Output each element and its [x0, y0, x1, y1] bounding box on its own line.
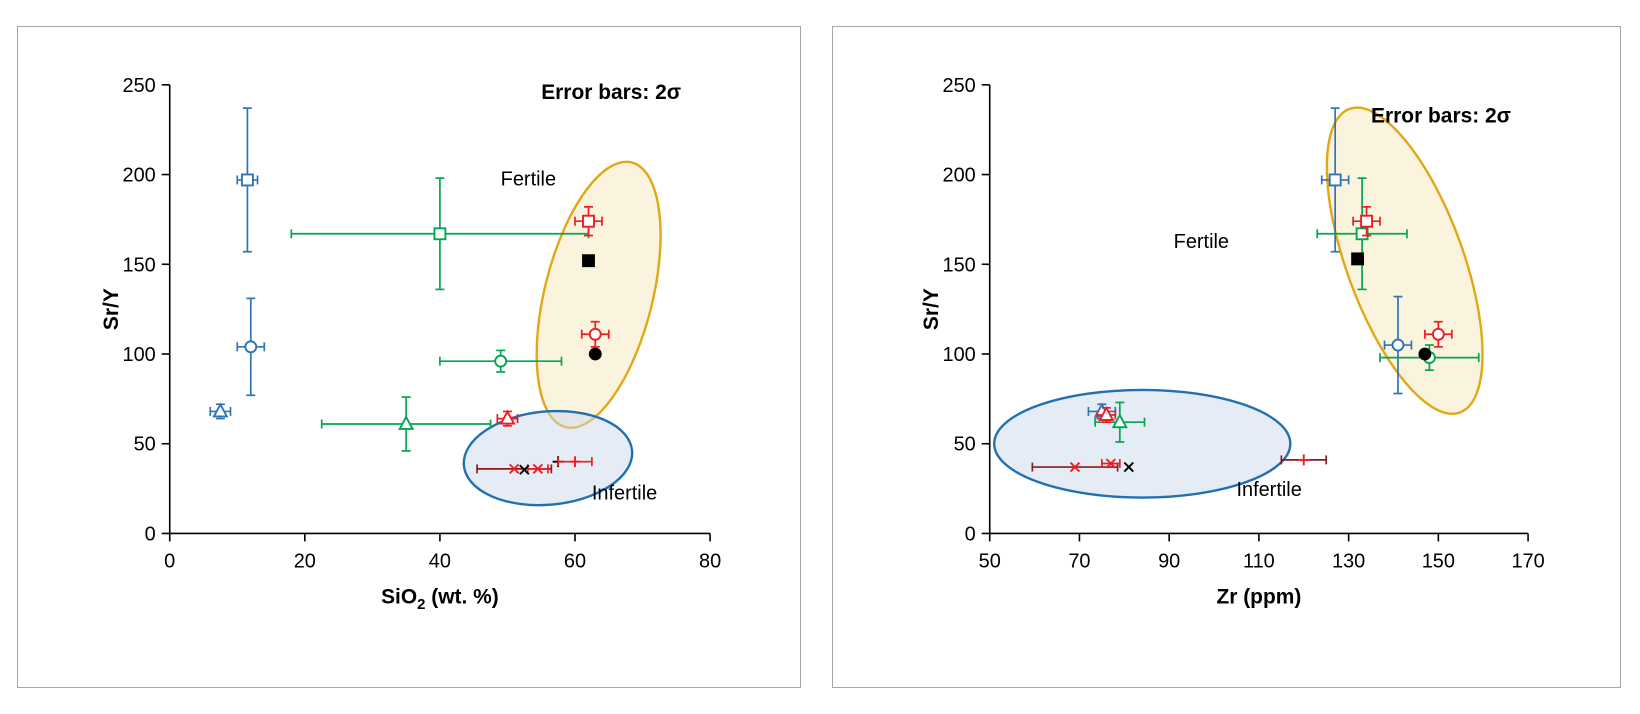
y-tick-label: 150 [943, 254, 976, 276]
x-tick-label: 40 [429, 550, 451, 572]
red-open-square [1352, 206, 1381, 237]
annotation-infertile: Infertile [592, 482, 657, 504]
infertile-region-ellipse [993, 388, 1292, 499]
x-tick-label: 170 [1511, 550, 1544, 572]
y-tick-label: 200 [123, 165, 156, 187]
black-filled-square [1351, 252, 1365, 266]
y-tick-label: 100 [943, 344, 976, 366]
green-open-circle [439, 349, 563, 373]
annotation-error-bars-2-: Error bars: 2σ [541, 81, 681, 104]
annotation-error-bars-2-: Error bars: 2σ [1371, 105, 1511, 128]
y-tick-label: 200 [943, 165, 976, 187]
annotation-infertile: Infertile [1236, 479, 1301, 501]
blue-open-square [1320, 107, 1350, 253]
black-filled-circle [588, 347, 602, 361]
y-tick-label: 250 [123, 75, 156, 97]
red-x [1101, 458, 1121, 469]
x-tick-label: 90 [1158, 550, 1180, 572]
fertile-region-ellipse [535, 160, 662, 429]
blue-open-triangle [209, 402, 232, 420]
y-tick-label: 0 [145, 523, 156, 545]
x-tick-label: 150 [1422, 550, 1455, 572]
x-tick-label: 0 [164, 550, 175, 572]
y-tick-label: 0 [965, 523, 976, 545]
black-x [1123, 461, 1134, 473]
black-filled-circle [1418, 347, 1432, 361]
red-x-darkred-bar [1031, 461, 1119, 473]
blue-open-square [236, 107, 259, 253]
green-open-square [290, 177, 590, 291]
x-tick-label: 70 [1068, 550, 1090, 572]
red-plus [557, 456, 593, 468]
x-tick-label: 110 [1243, 550, 1275, 572]
red-plus-darkred-bar [1280, 454, 1328, 466]
green-open-square [1316, 177, 1408, 291]
red-open-triangle [496, 409, 519, 427]
y-tick-label: 50 [954, 434, 976, 456]
green-open-triangle [320, 396, 492, 452]
y-tick-label: 50 [134, 434, 156, 456]
infertile-region-ellipse [462, 409, 634, 507]
y-tick-label: 100 [123, 344, 156, 366]
x-axis-title: Zr (ppm) [1216, 585, 1301, 608]
x-tick-label: 130 [1332, 550, 1365, 572]
annotation-fertile: Fertile [501, 168, 556, 190]
y-tick-label: 250 [943, 75, 976, 97]
annotation-fertile: Fertile [1174, 231, 1229, 253]
x-tick-label: 80 [699, 550, 721, 572]
red-open-square [574, 206, 603, 237]
red-open-circle [1424, 320, 1453, 348]
blue-open-circle [236, 297, 266, 397]
black-filled-square [582, 254, 595, 268]
y-axis-title: Sr/Y [920, 288, 943, 330]
y-tick-label: 150 [123, 254, 156, 276]
red-open-circle [580, 320, 610, 348]
x-tick-label: 20 [294, 550, 316, 572]
red-open-triangle [1096, 406, 1117, 424]
x-tick-label: 50 [979, 550, 1001, 572]
x-tick-label: 60 [564, 550, 586, 572]
x-axis-title: SiO2 (wt. %) [381, 585, 499, 613]
black-x [519, 464, 530, 475]
axes: 0 20 40 60 80 0 50 100 150 200 250 [123, 75, 722, 573]
blue-open-circle [1383, 295, 1413, 395]
y-axis-title: Sr/Y [100, 288, 123, 330]
fertile-region-ellipse [1325, 106, 1484, 415]
